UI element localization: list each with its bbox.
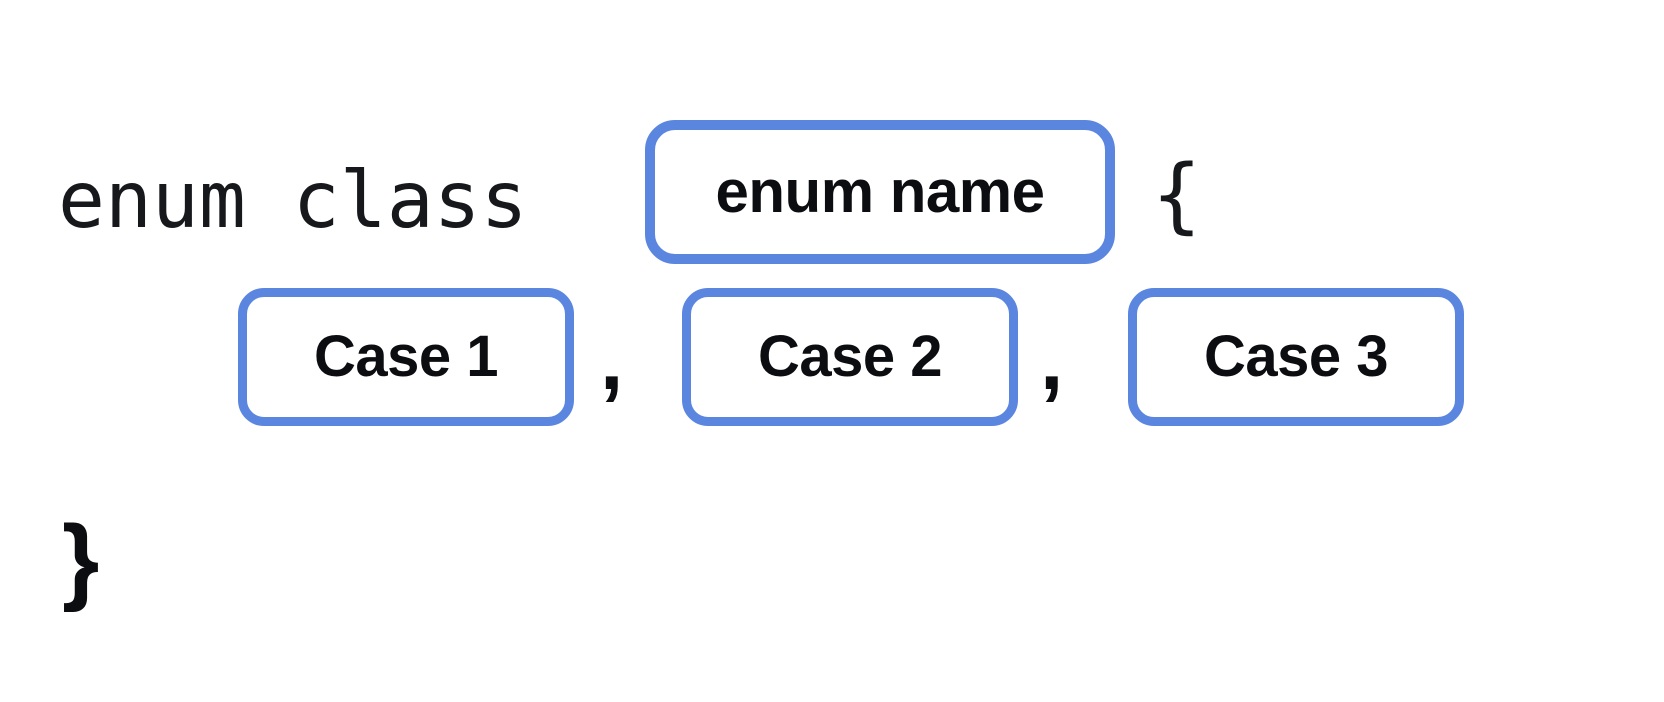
case-slot-3[interactable]: Case 3 [1128, 288, 1464, 426]
case-slot-3-label: Case 3 [1203, 324, 1389, 389]
case-slot-2[interactable]: Case 2 [682, 288, 1018, 426]
enum-name-slot-label: enum name [715, 158, 1045, 225]
case-slot-1[interactable]: Case 1 [238, 288, 574, 426]
keyword-enum-class: enum class [58, 156, 528, 246]
case-separator-1: , [600, 313, 624, 407]
case-separator-2: , [1040, 313, 1064, 407]
open-brace: { [1152, 148, 1202, 243]
case-slot-1-label: Case 1 [313, 324, 499, 389]
close-brace: } [62, 506, 100, 613]
case-slot-2-label: Case 2 [757, 324, 943, 389]
enum-name-slot[interactable]: enum name [645, 120, 1115, 264]
